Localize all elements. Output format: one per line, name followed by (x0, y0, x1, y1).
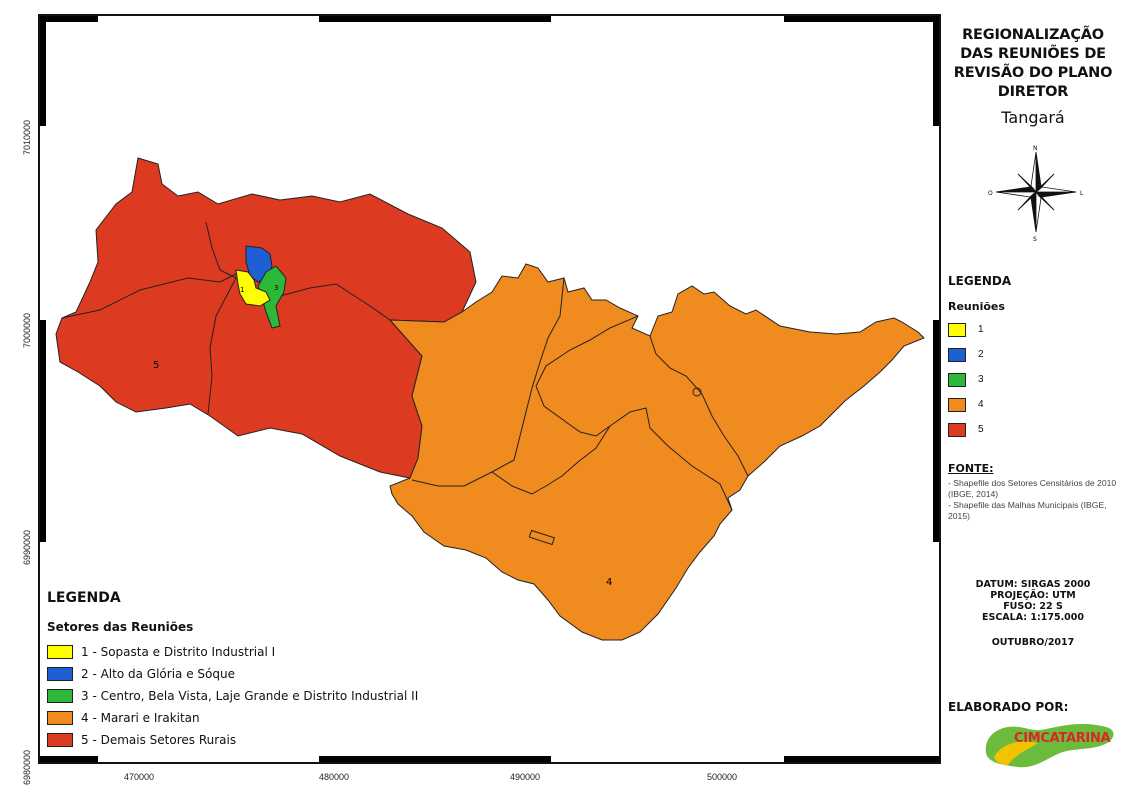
right-legend-label: 1 (978, 324, 984, 335)
swatch-5 (948, 422, 966, 437)
region-1[interactable] (235, 269, 271, 307)
right-legend-item: 4 (948, 392, 1118, 417)
source-heading: FONTE: (948, 462, 994, 475)
region-5[interactable] (55, 157, 477, 479)
swatch-4 (948, 397, 966, 412)
ruler-top-seg (319, 16, 551, 22)
right-legend-item: 5 (948, 417, 1118, 442)
compass-e: L (1080, 190, 1084, 197)
ruler-top-seg (784, 16, 939, 22)
y-tick-label: 7000000 (22, 312, 32, 348)
y-tick-label: 7010000 (22, 119, 32, 155)
map-frame: 5 4 1 3 (38, 14, 941, 764)
ruler-bottom-seg (784, 756, 939, 762)
bottom-legend-label: 2 - Alto da Glória e Sóque (81, 667, 235, 681)
bottom-legend-item: 4 - Marari e Irakitan (47, 707, 467, 729)
x-tick-label: 470000 (124, 772, 155, 782)
region-4-border (649, 335, 749, 477)
right-legend-item: 1 (948, 317, 1118, 342)
source-line: - Shapefile das Malhas Municipais (IBGE,… (948, 500, 1107, 521)
swatch-5 (47, 733, 73, 747)
projection-text: PROJEÇÃO: UTM (990, 590, 1076, 601)
swatch-1 (948, 322, 966, 337)
swatch-3 (47, 689, 73, 703)
ruler-left-seg (40, 16, 46, 126)
ruler-left-seg (40, 320, 46, 542)
region-label-3: 3 (274, 284, 278, 292)
region-5-border (205, 221, 237, 415)
zone-text: FUSO: 22 S (1003, 601, 1063, 612)
bottom-legend-label: 5 - Demais Setores Rurais (81, 733, 237, 747)
compass-w: O (988, 190, 993, 197)
swatch-1 (47, 645, 73, 659)
x-tick-label: 490000 (510, 772, 541, 782)
bottom-legend-label: 4 - Marari e Irakitan (81, 711, 200, 725)
swatch-4 (47, 711, 73, 725)
logo-text: CIMCATARINA (1014, 731, 1111, 746)
right-legend-item: 2 (948, 342, 1118, 367)
cimcatarina-logo: CIMCATARINA (980, 713, 1120, 773)
region-4-border (411, 277, 565, 487)
source-line: - Shapefile dos Setores Censitários de 2… (948, 478, 1117, 499)
compass-n: N (1033, 145, 1038, 152)
datum-text: DATUM: SIRGAS 2000 (975, 579, 1091, 590)
right-legend-subheading: Reuniões (948, 300, 1005, 313)
map-canvas: 5 4 1 3 (55, 157, 925, 641)
enclave (528, 529, 555, 546)
bottom-legend-item: 2 - Alto da Glória e Sóque (47, 663, 467, 685)
swatch-2 (47, 667, 73, 681)
ruler-bottom-seg (40, 756, 98, 762)
right-legend-item: 3 (948, 367, 1118, 392)
bottom-legend-item: 1 - Sopasta e Distrito Industrial I (47, 641, 467, 663)
right-legend-label: 4 (978, 399, 984, 410)
region-5-border (279, 283, 391, 321)
right-legend: LEGENDA Reuniões 1 2 3 4 5 (948, 274, 1118, 442)
technical-info: DATUM: SIRGAS 2000 PROJEÇÃO: UTM FUSO: 2… (944, 579, 1122, 648)
map-subtitle: Tangará (1001, 108, 1065, 127)
compass-rose-icon: N S L O (988, 145, 1084, 242)
region-4-border (535, 315, 733, 511)
date-text: OUTUBRO/2017 (991, 637, 1075, 648)
right-legend-label: 2 (978, 349, 984, 360)
ruler-bottom-seg (319, 756, 551, 762)
swatch-3 (948, 372, 966, 387)
bottom-legend-item: 5 - Demais Setores Rurais (47, 729, 467, 751)
bottom-legend-subheading: Setores das Reuniões (47, 620, 194, 634)
scale-text: ESCALA: 1:175.000 (981, 612, 1085, 623)
region-label-5: 5 (153, 360, 159, 371)
ruler-top-seg (40, 16, 98, 22)
bottom-legend-heading: LEGENDA (47, 590, 121, 606)
region-5-border (61, 273, 237, 319)
region-label-4: 4 (606, 577, 612, 588)
made-by-label: ELABORADO POR: (948, 700, 1069, 714)
region-4[interactable] (388, 263, 925, 641)
map-title: REGIONALIZAÇÃO DAS REUNIÕES DE REVISÃO D… (953, 27, 1113, 100)
right-legend-label: 3 (978, 374, 984, 385)
bottom-legend: LEGENDA Setores das Reuniões 1 - Sopasta… (47, 590, 467, 751)
bottom-legend-label: 3 - Centro, Bela Vista, Laje Grande e Di… (81, 689, 419, 703)
ruler-right-seg (933, 16, 939, 126)
region-label-1: 1 (240, 286, 244, 294)
enclave (692, 387, 702, 397)
side-panel: REGIONALIZAÇÃO DAS REUNIÕES DE REVISÃO D… (944, 14, 1122, 768)
bottom-legend-item: 3 - Centro, Bela Vista, Laje Grande e Di… (47, 685, 467, 707)
right-legend-label: 5 (978, 424, 984, 435)
y-tick-label: 6990000 (22, 529, 32, 565)
region-4-border (491, 425, 611, 495)
source-block: FONTE: - Shapefile dos Setores Censitári… (948, 462, 1120, 522)
compass-s: S (1033, 236, 1037, 242)
bottom-legend-label: 1 - Sopasta e Distrito Industrial I (81, 645, 276, 659)
ruler-right-seg (933, 320, 939, 542)
y-tick-label: 6980000 (22, 749, 32, 785)
swatch-2 (948, 347, 966, 362)
x-tick-label: 500000 (707, 772, 738, 782)
right-legend-heading: LEGENDA (948, 274, 1012, 288)
x-tick-label: 480000 (319, 772, 350, 782)
